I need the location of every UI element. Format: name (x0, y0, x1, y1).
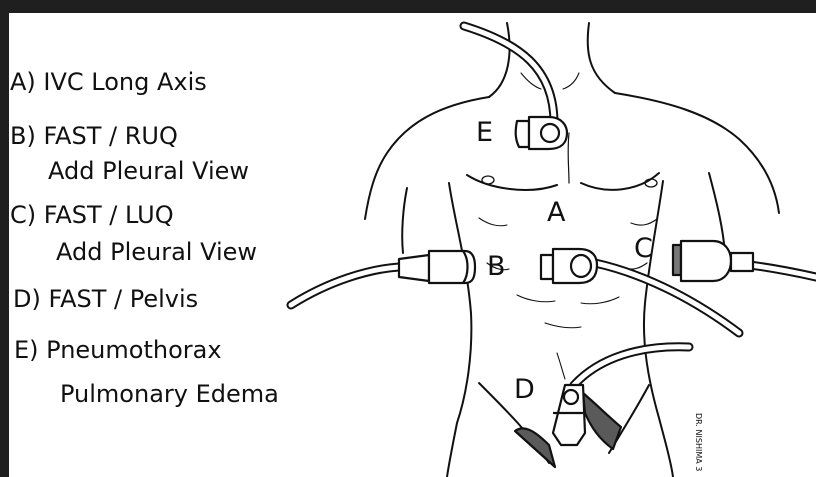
nipple-left (482, 176, 494, 184)
torso-right (644, 181, 673, 477)
diagram-canvas: A) IVC Long Axis B) FAST / RUQ Add Pleur… (9, 13, 816, 477)
probe-a (541, 249, 597, 283)
cable-b (291, 267, 399, 305)
pec-right (581, 173, 659, 190)
body-illustration (9, 13, 816, 477)
torso-left (447, 183, 471, 477)
arm-left-inner (402, 188, 407, 253)
shoulder-left (365, 97, 489, 219)
probe-label-d: D (514, 374, 535, 405)
probe-c (673, 241, 753, 281)
pec-left (467, 175, 557, 190)
probe-e (516, 117, 567, 149)
probe-label-e: E (476, 117, 493, 148)
probe-label-b: B (487, 251, 506, 282)
probe-b (399, 251, 475, 283)
sternum (568, 133, 569, 183)
neck-right (588, 23, 615, 93)
probe-label-c: C (634, 233, 653, 264)
shoulder-right (615, 93, 779, 213)
probe-label-a: A (547, 197, 565, 228)
artist-signature: DR. NISHIMA 3 (694, 413, 703, 471)
